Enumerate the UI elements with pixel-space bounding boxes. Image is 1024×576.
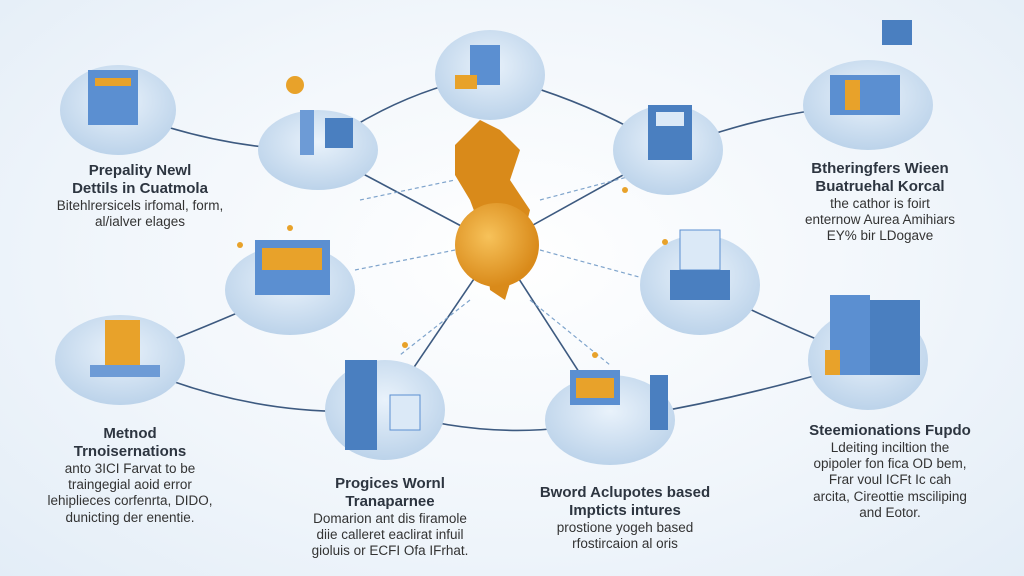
- node-title: Progices Wornl: [335, 475, 445, 492]
- node-desc: EY% bir LDogave: [826, 228, 934, 244]
- node-title: Metnod: [103, 425, 157, 442]
- node-title: Trnoisernations: [73, 443, 187, 460]
- platform-bottom-left: [325, 360, 445, 460]
- platform-top-center: [435, 30, 545, 120]
- node-desc: arcita, Cireottie msciliping: [813, 488, 967, 504]
- platform-4: [613, 105, 723, 195]
- node-title: Buatruehal Korcal: [815, 178, 945, 195]
- node-desc: lehiplieces corfenrta, DIDO,: [47, 493, 213, 509]
- node-title: Btheringfers Wieen: [811, 160, 949, 177]
- node-desc: rfostircaion al oris: [572, 536, 678, 552]
- node-text-bottom-left: Progices Wornl Tranaparnee Domarion ant …: [290, 475, 490, 560]
- node-desc: traingegial aoid error: [68, 477, 192, 493]
- node-desc: dunicting der enentie.: [65, 509, 195, 525]
- node-title: Bword Aclupotes based: [539, 484, 711, 501]
- node-text-top-left: Prepality Newl Dettils in Cuatmola Biteh…: [30, 162, 250, 230]
- platform-bottom-right: [545, 370, 675, 465]
- node-desc: Ldeiting inciltion the: [830, 440, 950, 455]
- node-title: Prepality Newl: [88, 162, 192, 179]
- node-text-right-lower: Steemionations Fupdo Ldeiting inciltion …: [775, 422, 1005, 521]
- node-desc: opipoler fon fica OD bem,: [813, 456, 967, 472]
- node-desc: the cathor is foirt: [830, 196, 930, 211]
- platform-top-right: [803, 20, 933, 150]
- node-title: Tranaparnee: [345, 493, 435, 510]
- node-desc: and Eotor.: [859, 504, 921, 520]
- node-text-top-right: Btheringfers Wieen Buatruehal Korcal the…: [770, 160, 990, 245]
- node-platforms: [55, 20, 933, 465]
- platform-2: [258, 76, 378, 190]
- node-desc: Domarion ant dis firamole: [313, 511, 467, 526]
- platform-top-left: [60, 65, 176, 155]
- node-desc: anto 3ICI Farvat to be: [64, 461, 196, 476]
- node-title: Impticts intures: [569, 502, 681, 519]
- platform-left-middle: [225, 240, 355, 335]
- node-title: Dettils in Cuatmola: [72, 180, 208, 197]
- node-desc: prostione yogeh based: [556, 520, 694, 535]
- platform-right-lower: [808, 295, 928, 410]
- central-globe: [455, 120, 539, 300]
- node-desc: al/ialver elages: [94, 214, 186, 230]
- node-desc: enternow Aurea Amihiars: [804, 212, 956, 228]
- platform-right-middle: [640, 229, 760, 335]
- sparkle-icons: [237, 187, 668, 358]
- node-title: Steemionations Fupdo: [809, 422, 971, 439]
- node-desc: diie calleret eaclirat infuil: [316, 527, 464, 543]
- node-desc: gioluis or ECFI Ofa IFrhat.: [311, 543, 469, 559]
- node-text-left-lower: Metnod Trnoisernations anto 3ICI Farvat …: [20, 425, 240, 526]
- node-desc: Bitehlrersicels irfomal, form,: [56, 198, 224, 213]
- node-text-bottom-right: Bword Aclupotes based Impticts intures p…: [510, 484, 740, 552]
- platform-left-lower: [55, 315, 185, 405]
- node-desc: Frar voul ICFt Ic cah: [828, 472, 952, 488]
